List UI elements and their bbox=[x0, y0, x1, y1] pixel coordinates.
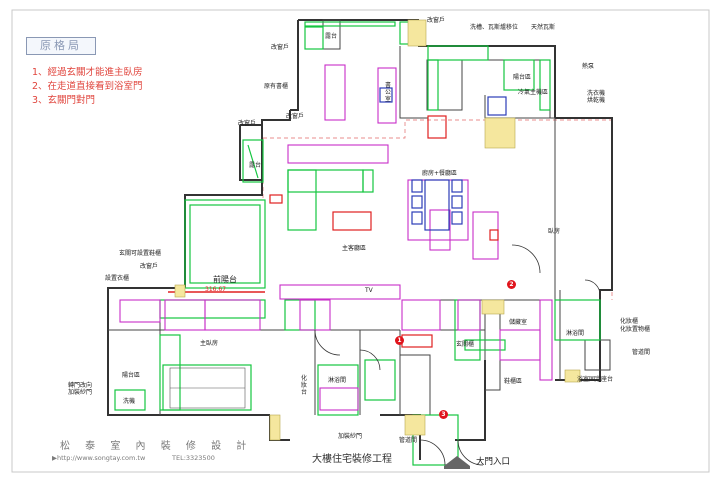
note-2: 2、在走道直接看到浴室門 bbox=[32, 81, 143, 92]
label-window-mid: 改窗戶 bbox=[140, 263, 159, 270]
label-sink: 洗槽、瓦斯爐移位 bbox=[470, 24, 519, 31]
title-box: 原格局 bbox=[26, 37, 96, 55]
company-url[interactable]: ▶http://www.songtay.com.tw bbox=[52, 454, 146, 462]
label-window-left: 改窗戶 bbox=[238, 120, 257, 127]
label-add-window: 加裝紗門 bbox=[338, 433, 363, 440]
label-storage: 儲藏室 bbox=[509, 319, 528, 326]
marker-3: 3 bbox=[439, 410, 448, 419]
label-dressing: 化 妝 台 bbox=[301, 375, 308, 396]
note-3: 3、玄關門對門 bbox=[32, 95, 96, 106]
label-water-heater: 天然瓦斯 bbox=[531, 24, 556, 31]
label-entry-cabinet: 玄關可設置鞋櫃 bbox=[119, 250, 162, 257]
marker-1: 1 bbox=[395, 336, 404, 345]
label-clothes-hanger: 化妝置物櫃 bbox=[620, 326, 651, 333]
label-main-living: 主客廳區 bbox=[342, 245, 367, 252]
label-dimension: 316.67 bbox=[205, 286, 226, 293]
company-name: 松 泰 室 內 裝 修 設 計 bbox=[60, 441, 253, 452]
label-cold-water: 冷氣主機區 bbox=[518, 89, 549, 96]
label-shoe-cabinet: 玄關櫃 bbox=[456, 341, 475, 348]
label-balcony-master: 陽台區 bbox=[122, 372, 141, 379]
label-window-top: 改窗戶 bbox=[271, 44, 290, 51]
label-master-bedroom: 主臥房 bbox=[200, 340, 219, 347]
label-balcony-left: 露台 bbox=[249, 162, 262, 169]
label-dryer-right: 化妝櫃 bbox=[620, 318, 639, 325]
label-bedroom-right: 臥房 bbox=[548, 228, 561, 235]
company-tel: TEL:3323500 bbox=[172, 454, 215, 462]
label-wardrobe: 設置衣櫃 bbox=[105, 275, 130, 282]
label-window-left2: 改窗戶 bbox=[286, 113, 305, 120]
label-storage-right: 鞋櫃區 bbox=[504, 378, 523, 385]
label-study-office: 書 公 室 bbox=[385, 82, 392, 103]
marker-2: 2 bbox=[507, 280, 516, 289]
label-tv: TV bbox=[365, 287, 373, 294]
label-washer-small: 洗機 bbox=[123, 398, 136, 405]
label-kitchen-dining: 廚房+餐廳區 bbox=[422, 170, 458, 177]
label-gas-heater: 改窗戶 bbox=[427, 17, 446, 24]
entrance-label: 大門入口 bbox=[476, 457, 511, 467]
project-name: 大樓住宅裝修工程 bbox=[312, 454, 392, 465]
label-window-door: 轉門改向 加裝紗門 bbox=[68, 382, 93, 396]
label-service-balcony: 陽台區 bbox=[513, 74, 532, 81]
label-balcony-top: 露台 bbox=[325, 33, 338, 40]
label-pipe: 管道間 bbox=[399, 437, 418, 444]
label-dryer: 熱泵 bbox=[582, 63, 595, 70]
note-1: 1、經過玄關才能進主臥房 bbox=[32, 67, 143, 78]
label-washer: 洗衣機 烘乾機 bbox=[587, 90, 606, 104]
label-bath-fixed: 浴室固定座台 bbox=[577, 376, 614, 383]
label-shower-master: 淋浴間 bbox=[566, 330, 585, 337]
label-pipe-right: 管道間 bbox=[632, 349, 651, 356]
label-bath-master: 淋浴間 bbox=[328, 377, 347, 384]
label-original-bookcase: 原有書櫃 bbox=[264, 83, 289, 90]
label-front-balcony: 前陽台 bbox=[213, 275, 237, 284]
plan-title: 原格局 bbox=[40, 39, 82, 52]
